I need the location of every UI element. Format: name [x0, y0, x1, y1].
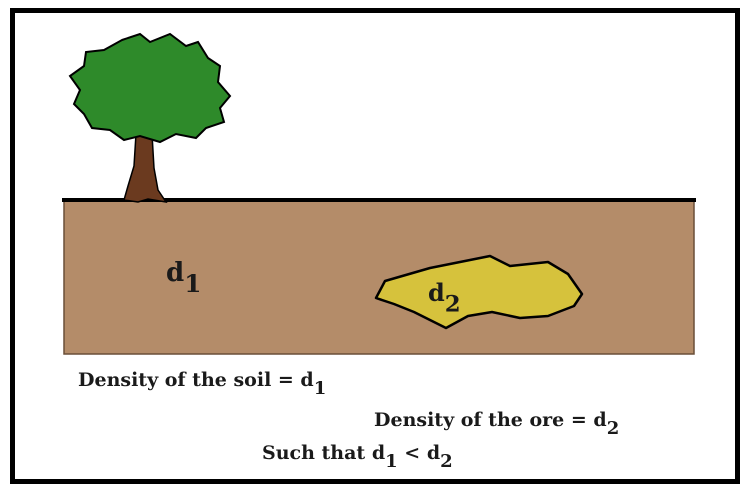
condition-operator: < d — [397, 442, 441, 464]
soil-density-statement-subscript: 1 — [313, 378, 327, 400]
tree-trunk — [123, 133, 168, 204]
ore-density-label: d2 — [428, 278, 461, 316]
soil-density-subscript: 1 — [184, 269, 202, 299]
ore-density-statement-subscript: 2 — [606, 418, 620, 440]
soil-density-statement-text: Density of the soil = d — [78, 369, 314, 391]
soil-layer — [63, 199, 695, 355]
condition-subscript-1: 1 — [385, 451, 398, 473]
ore-density-statement-text: Density of the ore = d — [374, 409, 607, 431]
tree-foliage — [68, 32, 232, 144]
ore-density-statement: Density of the ore = d2 — [374, 409, 619, 438]
soil-density-statement: Density of the soil = d1 — [78, 369, 326, 398]
ore-density-subscript: 2 — [444, 291, 461, 318]
ore-deposit-icon — [374, 254, 584, 330]
density-condition-statement: Such that d1 < d2 — [262, 442, 453, 471]
ore-density-symbol: d — [428, 278, 445, 307]
soil-density-symbol: d — [166, 258, 185, 288]
tree-icon — [68, 32, 232, 204]
condition-subscript-2: 2 — [440, 451, 453, 473]
condition-text: Such that d — [262, 442, 386, 464]
soil-density-label: d1 — [166, 258, 201, 296]
